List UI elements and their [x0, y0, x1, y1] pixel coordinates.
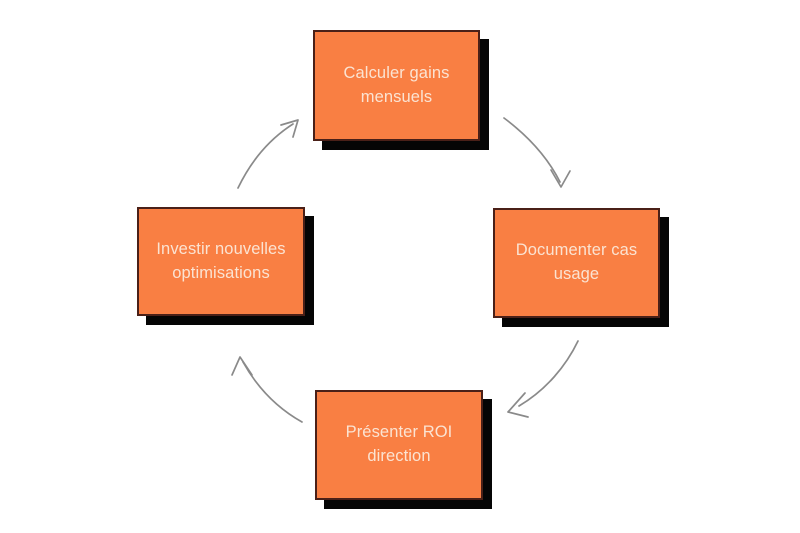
arrow-right-to-bottom — [507, 340, 579, 418]
arrow-bottom-to-left — [231, 356, 303, 423]
cycle-node-label: Présenter ROI direction — [345, 423, 453, 465]
cycle-node-label: Documenter cas usage — [515, 241, 638, 283]
cycle-node-documenter-cas-usage[interactable]: Documenter cas usage — [493, 208, 660, 318]
cycle-node-calculer-gains-mensuels[interactable]: Calculer gains mensuels — [313, 30, 480, 141]
arrow-left-to-top — [237, 119, 299, 189]
cycle-node-presenter-roi-direction[interactable]: Présenter ROI direction — [315, 390, 483, 500]
cycle-node-label: Calculer gains mensuels — [343, 63, 450, 106]
cycle-node-investir-nouvelles-optimisations[interactable]: Investir nouvelles optimisations — [137, 207, 305, 316]
cycle-node-label: Investir nouvelles optimisations — [156, 239, 286, 282]
arrow-top-to-right — [503, 117, 571, 188]
